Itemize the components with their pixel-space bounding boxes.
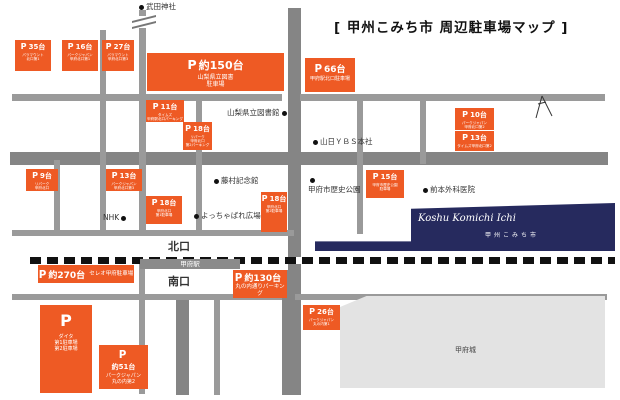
parking-lot[interactable]: P ダイタ 第1駐車場 第2駐車場 (40, 305, 92, 393)
road-v-3 (196, 101, 202, 236)
landmark-dot-icon (313, 139, 318, 145)
landmark-dot-icon (194, 213, 199, 219)
landmark-nhk: NHK (103, 213, 128, 222)
road-v-2 (100, 30, 106, 236)
north-exit-label: 北口 (168, 240, 190, 253)
station-label: 甲府駅 (140, 259, 240, 269)
landmark-clinic: 前本外科医院 (421, 184, 475, 195)
castle-label: 甲府城 (455, 346, 476, 354)
road-south-station (12, 294, 607, 300)
compass-icon (535, 95, 553, 119)
landmark-ybs: 山日ＹＢＳ本社 (311, 136, 373, 147)
railway (30, 257, 615, 264)
road-v-east-2 (420, 94, 426, 164)
landmark-takeda-shrine: 武田神社 (137, 1, 176, 12)
landmark-dot-icon (214, 178, 219, 184)
landmark-yocchabare: よっちゃばれ広場 (192, 210, 261, 221)
road-v-takeda (139, 10, 146, 236)
landmark-library: 山梨県立図書館 (227, 107, 289, 118)
road-v-south-2 (176, 300, 189, 395)
south-exit-label: 南口 (168, 275, 190, 288)
landmark-dot-icon (281, 110, 287, 116)
landmark-dot-icon (423, 187, 428, 193)
road-v-south-3 (214, 300, 220, 395)
road-break-mark (134, 16, 154, 28)
road-north-station (12, 230, 294, 236)
road-upper-horizontal (12, 94, 282, 101)
landmark-dot-icon (121, 215, 127, 221)
road-north-horizontal (10, 152, 608, 165)
castle-area (340, 296, 605, 388)
road-upper-horizontal-east (300, 94, 605, 101)
map-title: [ 甲州こみち市 周辺駐車場マップ ] (334, 20, 569, 36)
landmark-dot-icon (310, 177, 315, 183)
landmark-dot-icon (139, 4, 144, 10)
landmark-history-park: 甲府市歴史公園 (308, 175, 361, 195)
landmark-fujimura: 藤村記念館 (212, 175, 259, 186)
road-v-south-4 (282, 270, 295, 395)
event-logo-jp: 甲州こみち市 (485, 232, 540, 239)
road-v-south-1 (139, 264, 145, 394)
road-v-1 (54, 160, 60, 234)
event-logo-script: Koshu Komichi Ichi (418, 213, 516, 224)
road-v-east-1 (357, 94, 363, 234)
parking-lot[interactable]: P 約51台 パークジャパン 丸の内第2 (99, 345, 148, 389)
